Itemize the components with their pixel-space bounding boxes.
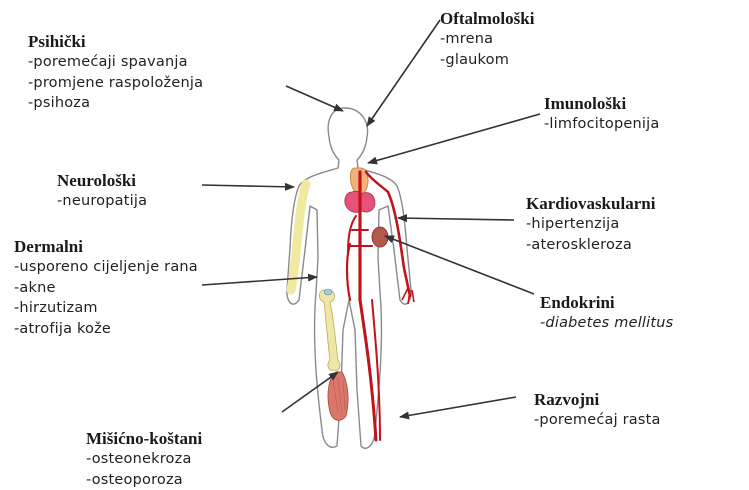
group-item: -akne: [14, 278, 198, 299]
group-item: -promjene raspoloženja: [28, 73, 203, 94]
group-item: -mrena: [440, 29, 534, 50]
group-item: -poremećaji spavanja: [28, 52, 203, 73]
group-dermalni: Dermalni -usporeno cijeljenje rana -akne…: [14, 237, 198, 339]
group-title: Psihički: [28, 32, 203, 52]
arrow-kardiovaskularni: [398, 218, 514, 220]
arrow-psihicki: [286, 86, 343, 111]
group-item: -glaukom: [440, 50, 534, 71]
arrow-neuroloski: [202, 185, 294, 187]
group-psihicki: Psihički -poremećaji spavanja -promjene …: [28, 32, 203, 114]
group-imunoloski: Imunološki -limfocitopenija: [544, 94, 659, 135]
group-oftalmoloski: Oftalmološki -mrena -glaukom: [440, 9, 534, 70]
group-item: -ateroskleroza: [526, 235, 655, 256]
group-item: -hipertenzija: [526, 214, 655, 235]
group-title: Dermalni: [14, 237, 198, 257]
group-title: Razvojni: [534, 390, 661, 410]
group-title: Neurološki: [57, 171, 147, 191]
group-item: -diabetes mellitus: [540, 313, 673, 334]
group-item: -poremećaj rasta: [534, 410, 661, 431]
arrow-razvojni: [400, 397, 516, 417]
group-endokrini: Endokrini -diabetes mellitus: [540, 293, 673, 334]
group-item: -osteoporoza: [86, 470, 202, 490]
group-misicno-kostani: Mišićno-koštani -osteonekroza -osteoporo…: [86, 429, 202, 490]
group-title: Kardiovaskularni: [526, 194, 655, 214]
group-razvojni: Razvojni -poremećaj rasta: [534, 390, 661, 431]
group-item: -limfocitopenija: [544, 114, 659, 135]
group-kardiovaskularni: Kardiovaskularni -hipertenzija -ateroskl…: [526, 194, 655, 255]
group-item: -usporeno cijeljenje rana: [14, 257, 198, 278]
group-title: Oftalmološki: [440, 9, 534, 29]
knee-joint: [324, 289, 332, 295]
arrow-oftalmoloski: [367, 20, 440, 126]
group-item: -hirzutizam: [14, 298, 198, 319]
group-title: Mišićno-koštani: [86, 429, 202, 449]
group-item: -osteonekroza: [86, 449, 202, 470]
group-title: Endokrini: [540, 293, 673, 313]
group-title: Imunološki: [544, 94, 659, 114]
arrow-imunoloski: [368, 114, 540, 163]
group-item: -psihoza: [28, 93, 203, 114]
group-item: -neuropatija: [57, 191, 147, 212]
group-item: -atrofija kože: [14, 319, 198, 340]
group-neuroloski: Neurološki -neuropatija: [57, 171, 147, 212]
